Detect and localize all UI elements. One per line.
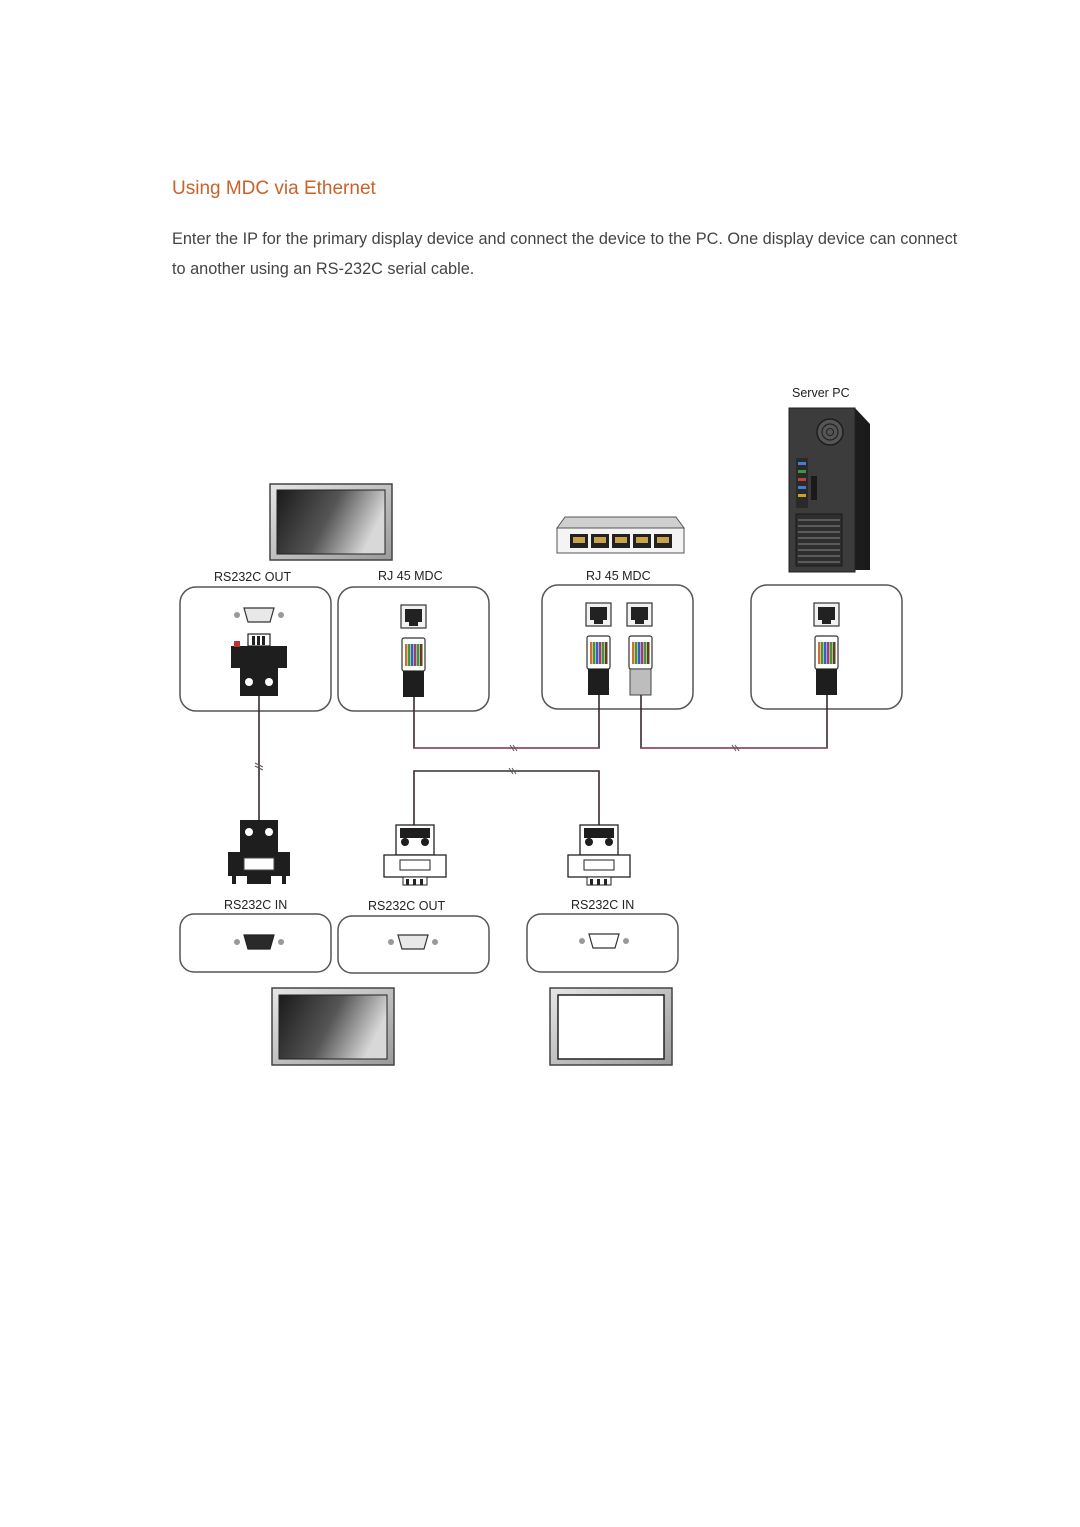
port-panel-rj45-hub — [541, 584, 694, 710]
rs232c-out-top-label: RS232C OUT — [214, 570, 291, 584]
rj45-port-icon — [813, 602, 840, 627]
rj45-port-icon — [400, 604, 427, 629]
dsub-female-connector-icon — [567, 824, 631, 886]
display-monitor-bottom-left — [271, 987, 395, 1066]
server-pc-label: Server PC — [792, 386, 850, 400]
port-panel-rs232c-in-right — [526, 913, 679, 973]
rj45-port-icon — [585, 602, 612, 627]
rs232c-out-bottom-label: RS232C OUT — [368, 899, 445, 913]
display-monitor-top — [269, 483, 393, 561]
section-heading: Using MDC via Ethernet — [172, 178, 376, 199]
dsub-port-icon — [234, 607, 284, 623]
ethernet-cable — [413, 695, 828, 752]
rj45-mdc-hub-label: RJ 45 MDC — [586, 569, 651, 583]
rj45-plug-icon — [628, 635, 653, 696]
display-monitor-bottom-right — [549, 987, 673, 1066]
rj45-plug-icon — [401, 637, 426, 697]
rj45-plug-icon — [814, 635, 839, 695]
network-hub-icon — [556, 516, 685, 554]
dsub-male-connector-icon — [231, 633, 287, 696]
rj45-port-icon — [626, 602, 653, 627]
port-panel-rs232c-in-left — [179, 913, 332, 973]
port-panel-rs232c-out-bottom — [337, 915, 490, 974]
rj45-plug-icon — [586, 635, 611, 695]
serial-cable — [254, 696, 600, 825]
rj45-mdc-display-label: RJ 45 MDC — [378, 569, 443, 583]
rs232c-in-left-label: RS232C IN — [224, 898, 287, 912]
intro-paragraph: Enter the IP for the primary display dev… — [172, 230, 958, 278]
dsub-female-connector-icon — [228, 820, 290, 884]
server-pc-icon — [788, 407, 870, 573]
dsub-female-connector-icon — [383, 824, 447, 886]
rs232c-in-right-label: RS232C IN — [571, 898, 634, 912]
